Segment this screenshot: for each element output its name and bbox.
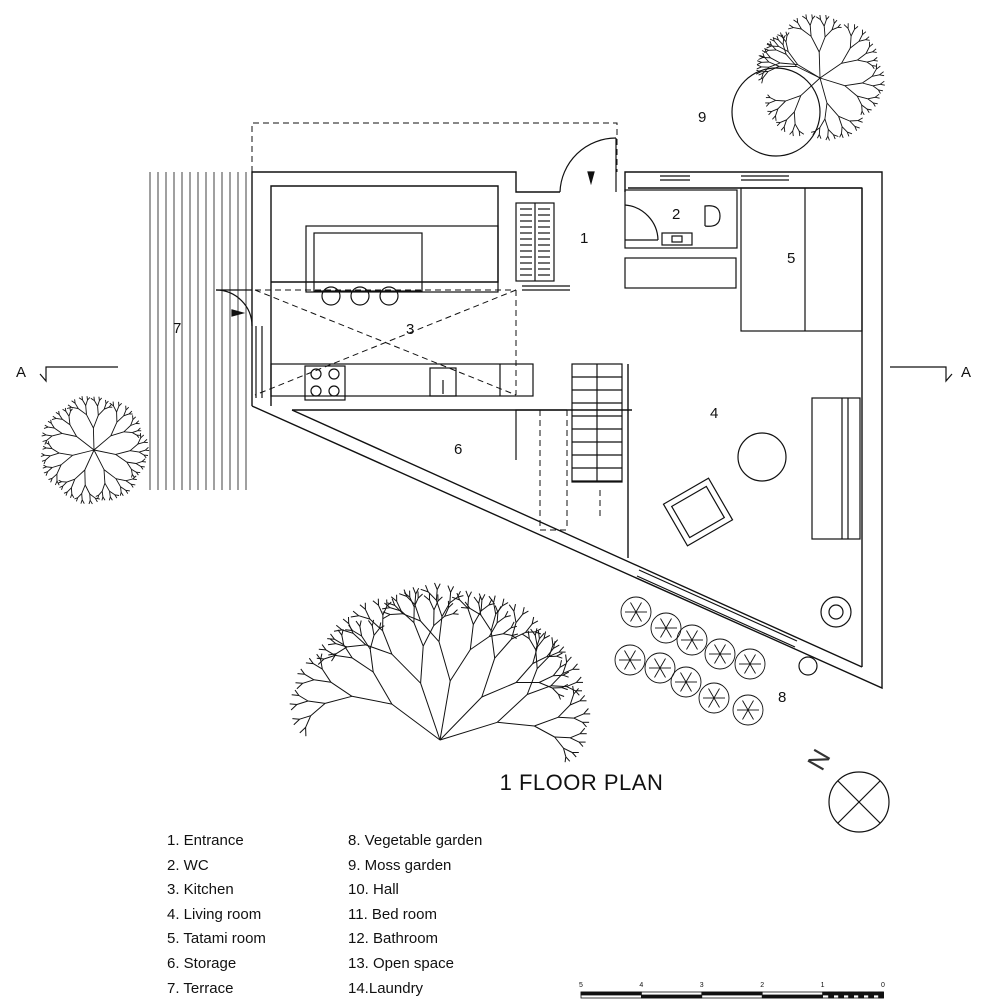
kitchen-counter: [271, 364, 533, 396]
section-mark-right: [890, 367, 952, 381]
legend-item: 4. Living room: [167, 903, 266, 928]
legend-item: 1. Entrance: [167, 829, 266, 854]
section-label-right: A: [961, 364, 971, 381]
staircase: [572, 364, 622, 482]
legend-item: 2. WC: [167, 854, 266, 879]
legend-item: 13. Open space: [348, 952, 482, 977]
round-table: [738, 433, 786, 481]
label-terrace: 7: [173, 320, 181, 337]
scale-bar-label: 4: [639, 982, 643, 989]
wc-washbasin-counter: [625, 258, 736, 288]
section-mark-left: [40, 367, 118, 381]
tatami-platform: [741, 188, 862, 331]
section-label-left: A: [16, 364, 26, 381]
label-storage: 6: [454, 441, 462, 458]
scale-bar-label: 1: [821, 982, 825, 989]
shoe-shelf: [516, 203, 554, 281]
legend-item: 6. Storage: [167, 952, 266, 977]
label-moss: 9: [698, 109, 706, 126]
plan-title: 1 FLOOR PLAN: [0, 770, 1001, 796]
armchair: [663, 478, 732, 546]
terrace-door: [216, 290, 262, 398]
legend-item: 10. Hall: [348, 878, 482, 903]
legend-item: 11. Bed room: [348, 903, 482, 928]
legend-item: 14.Laundry: [348, 977, 482, 1001]
label-entrance: 1: [580, 230, 588, 247]
scale-bar-label: 0: [881, 982, 885, 989]
wc-door: [625, 205, 658, 240]
scale-bar: [581, 992, 884, 998]
legend-right-column: 8. Vegetable garden 9. Moss garden 10. H…: [348, 829, 482, 1001]
legend-item: 7. Terrace: [167, 977, 266, 1001]
upper-floor-outline: [252, 123, 617, 530]
tree-icon: [756, 14, 885, 140]
scale-bar-label: 5: [579, 982, 583, 989]
legend-left-column: 1. Entrance 2. WC 3. Kitchen 4. Living r…: [167, 829, 266, 1001]
moss-garden-circle: [732, 68, 820, 156]
scale-bar-label: 2: [760, 982, 764, 989]
legend-item: 3. Kitchen: [167, 878, 266, 903]
label-tatami: 5: [787, 250, 795, 267]
legend-item: 9. Moss garden: [348, 854, 482, 879]
entrance-door: [560, 138, 616, 192]
scale-bar-label: 3: [700, 982, 704, 989]
tree-icon: [41, 396, 149, 504]
sink-icon: [430, 368, 456, 396]
label-vegetable: 8: [778, 689, 786, 706]
label-kitchen: 3: [406, 321, 414, 338]
label-wc: 2: [672, 206, 680, 223]
legend-item: 8. Vegetable garden: [348, 829, 482, 854]
wood-stove: [821, 597, 851, 627]
stove-icon: [305, 366, 345, 400]
label-living: 4: [710, 405, 718, 422]
diagonal-window: [637, 570, 797, 647]
legend-item: 5. Tatami room: [167, 927, 266, 952]
legend-item: 12. Bathroom: [348, 927, 482, 952]
terrace-deck: [150, 172, 246, 490]
sofa: [812, 398, 860, 539]
tree-icon: [290, 583, 591, 762]
